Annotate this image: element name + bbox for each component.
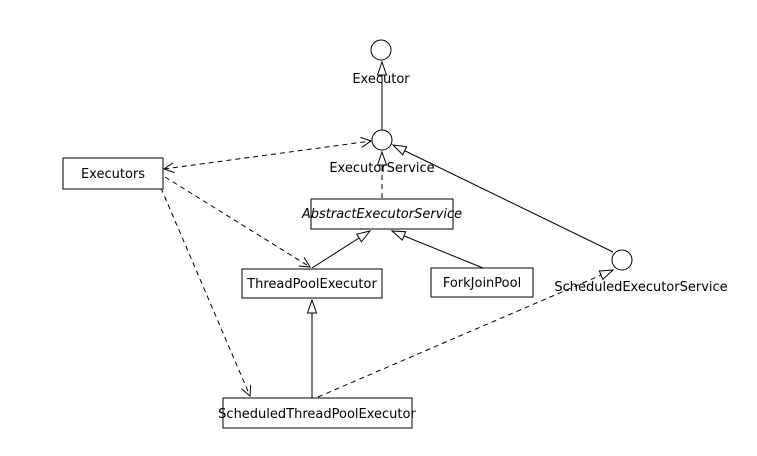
class-box-scheduled-thread-pool-executor [222, 397, 413, 429]
edge-executors-dependency-scheduledthreadpoolexecutor [160, 187, 252, 398]
node-executor: Executor [352, 39, 410, 87]
node-label-executors: Executors [81, 167, 145, 182]
node-fork-join-pool: ForkJoinPool [430, 267, 534, 298]
node-scheduled-executor-service: ScheduledExecutorService [554, 249, 728, 295]
node-label-thread-pool-executor: ThreadPoolExecutor [246, 277, 377, 292]
interface-circle-scheduled-executor-service [611, 249, 633, 271]
node-label-executor: Executor [352, 72, 410, 87]
class-box-abstract-executor-service [310, 198, 454, 230]
interface-circle-executor-service [371, 129, 393, 151]
node-abstract-executor-service: AbstractExecutorService [301, 198, 462, 230]
node-label-abstract-executor-service: AbstractExecutorService [301, 207, 462, 222]
edge-scheduledexecutorservice-extends-executorservice [391, 144, 614, 253]
interface-circle-executor [370, 39, 392, 61]
node-executors: Executors [62, 157, 164, 190]
node-label-scheduled-thread-pool-executor: ScheduledThreadPoolExecutor [218, 407, 416, 422]
edge-executors-dependency-threadpoolexecutor [164, 176, 311, 268]
class-box-thread-pool-executor [241, 268, 383, 299]
class-box-fork-join-pool [430, 267, 534, 298]
node-thread-pool-executor: ThreadPoolExecutor [241, 268, 383, 299]
node-label-scheduled-executor-service: ScheduledExecutorService [554, 280, 727, 295]
node-label-executor-service: ExecutorService [329, 161, 434, 176]
node-label-fork-join-pool: ForkJoinPool [443, 276, 521, 291]
node-scheduled-thread-pool-executor: ScheduledThreadPoolExecutor [218, 397, 416, 429]
node-executor-service: ExecutorService [329, 129, 435, 176]
edge-executors-dependency-executorservice [162, 136, 373, 174]
edge-threadpoolexecutor-extends-abstractexecutorservice [311, 230, 372, 269]
class-box-executors [62, 157, 164, 190]
edge-forkjoinpool-extends-abstractexecutorservice [390, 230, 484, 269]
